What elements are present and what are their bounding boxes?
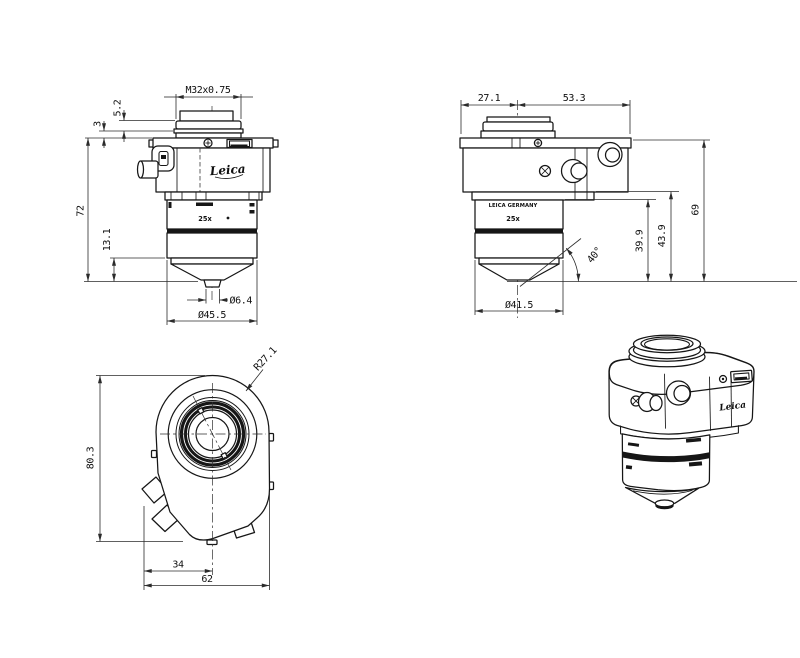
iso-front-knob [665, 380, 692, 406]
plan-centerline-diagonal [192, 395, 232, 471]
front-magnification-label: 25x [198, 215, 212, 223]
dim-barrel-diameter: Ø41.5 [505, 299, 533, 311]
iso-side-knob [637, 391, 663, 413]
plan-ring-notch [197, 407, 205, 415]
front-view: Leica 25x [76, 85, 279, 325]
dim-body-diameter: Ø45.5 [198, 309, 226, 321]
side-magnification-label: 25x [506, 215, 520, 223]
front-barrel: 25x [164, 191, 263, 259]
dim-center-offset: 34 [172, 560, 184, 571]
dim-offset-left: 27.1 [478, 93, 501, 104]
dim-neck-height: 5.2 [113, 99, 124, 116]
front-dimensions: M32x0.75 5.2 3 72 13.1 Ø6.4 [76, 85, 258, 325]
front-leica-logo: Leica [208, 162, 246, 179]
iso-clamp-slot [730, 369, 753, 384]
side-top-screw [533, 138, 543, 148]
dim-tip-diameter: Ø6.4 [230, 295, 253, 307]
side-cone [478, 257, 560, 281]
iso-tip [654, 499, 675, 508]
side-head [459, 137, 632, 193]
leica-script-logo: Leica [208, 162, 246, 179]
front-tip [203, 279, 222, 288]
front-thread [173, 110, 244, 139]
plan-view: 80.3 34 62 R27.1 [86, 345, 280, 590]
front-top-screw [203, 138, 213, 148]
dim-offset-right: 53.3 [563, 93, 586, 104]
dim-plan-width: 62 [201, 574, 213, 585]
dim-cone-height: 13.1 [102, 228, 113, 251]
plan-ring-notch [220, 452, 228, 460]
side-phillips-screw [538, 164, 552, 178]
side-barrel: LEICA GERMANY 25x [471, 191, 595, 259]
iso-thread [628, 334, 706, 368]
side-dimensions: 27.1 53.3 69 43.9 39.9 40° Ø41.5 [460, 93, 797, 315]
side-corner-knob [597, 141, 623, 168]
dim-plan-height: 80.3 [86, 446, 97, 469]
iso-view: Leica [608, 334, 755, 510]
iso-barrel [621, 433, 711, 492]
dim-height-to-shoulder: 39.9 [635, 229, 646, 252]
side-front-knob [560, 158, 588, 184]
dim-lip-height: 3 [93, 121, 104, 127]
iso-leica-logo: Leica [718, 400, 747, 413]
dim-thread: M32x0.75 [186, 85, 231, 96]
side-engraving-label: LEICA GERMANY [489, 203, 538, 209]
front-clamp-slot [226, 138, 253, 149]
front-side-knob [136, 160, 159, 179]
front-head: Leica [136, 137, 279, 193]
dim-overall-height: 72 [76, 205, 87, 217]
side-thread [480, 116, 556, 139]
dim-side-overall-height: 69 [691, 204, 702, 216]
side-view: LEICA GERMANY 25x 27.1 53.3 69 [459, 93, 797, 318]
dim-height-to-flange: 43.9 [657, 224, 668, 247]
iso-top-screw [718, 374, 728, 384]
iso-barrel-band [622, 451, 710, 463]
dim-cone-angle: 40° [586, 245, 605, 265]
front-engraving-code [196, 202, 213, 206]
front-cone [170, 257, 254, 288]
dim-top-radius: R27.1 [252, 345, 279, 373]
